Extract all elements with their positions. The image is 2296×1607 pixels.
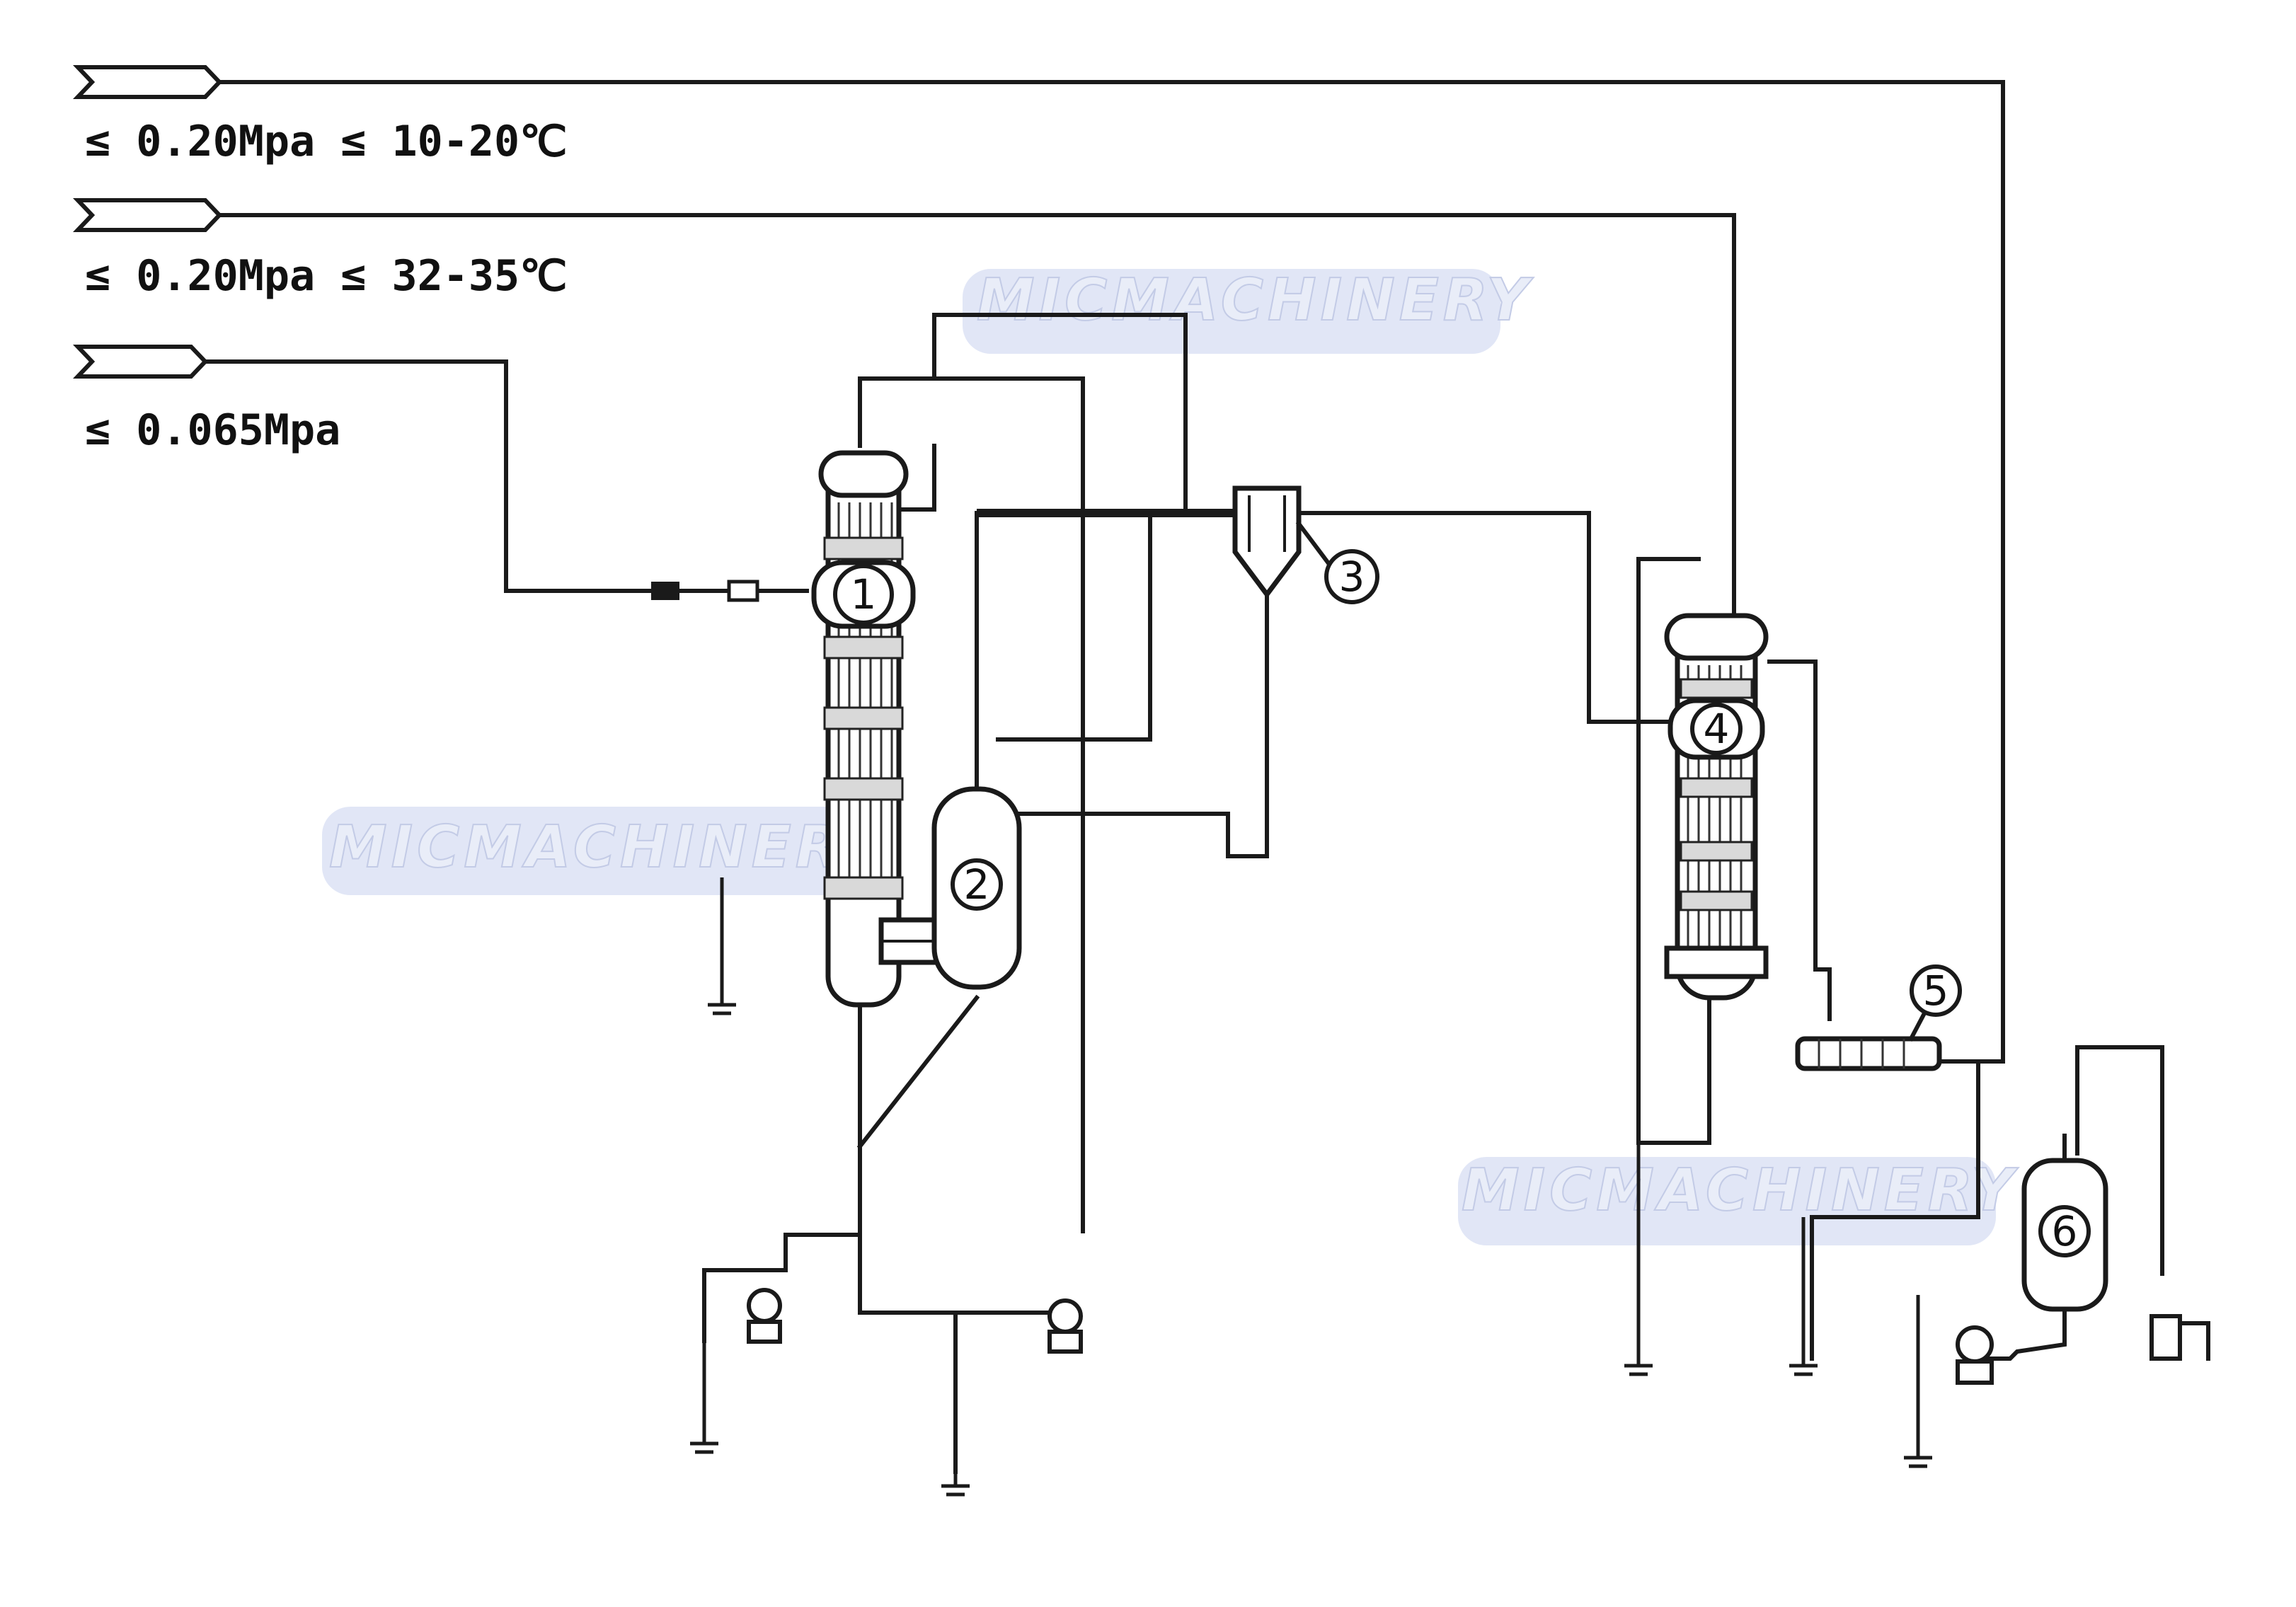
condenser-5: 5: [1795, 964, 1962, 1071]
inlet-2-flag: [73, 198, 223, 232]
inlet-1-flag: [73, 65, 223, 99]
vessel-2-number: 2: [964, 860, 990, 909]
pump-c: [1956, 1325, 1994, 1385]
drain-points: [690, 877, 1932, 1497]
flash-tank-2: 2: [931, 786, 1022, 990]
inlet-2: ≤ 0.20Mpa ≤ 32-35℃: [73, 198, 567, 301]
separator-3: 3: [1232, 485, 1379, 604]
receiver-tank-6: 6: [1973, 1134, 2108, 1361]
inlet-1: ≤ 0.20Mpa ≤ 10-20℃: [73, 65, 567, 166]
vessel-3-number: 3: [1339, 553, 1365, 601]
pumps: [747, 1288, 2210, 1385]
vessel-6-marker: [2038, 1205, 2091, 1257]
vessel-5-marker: [1910, 964, 1962, 1017]
vessel-2-marker: [951, 858, 1003, 911]
piping: [203, 80, 2164, 1474]
vessel-4-marker: [1690, 703, 1743, 755]
pump-d: [2149, 1314, 2210, 1361]
vessel-5-number: 5: [1923, 967, 1949, 1015]
watermark-layer: MICMACHINERY MICMACHINERY MICMACHINERY: [322, 266, 2019, 1245]
inlet-3-flag: [73, 345, 209, 379]
pump-a: [747, 1288, 782, 1344]
watermark-left: MICMACHINERY: [329, 814, 886, 881]
vessel-1-marker: [833, 564, 894, 625]
evaporator-column-1: 1: [811, 450, 944, 1008]
inlet-2-spec: ≤ 0.20Mpa ≤ 32-35℃: [85, 251, 567, 301]
watermark-top: MICMACHINERY: [977, 267, 1534, 334]
vessel-4-number: 4: [1704, 705, 1730, 753]
inlet-3-spec: ≤ 0.065Mpa: [85, 405, 340, 455]
vessel-3-marker: [1324, 549, 1379, 604]
vessel-6-number: 6: [2052, 1207, 2078, 1255]
inlet-3: ≤ 0.065Mpa: [73, 345, 340, 455]
inlet-1-spec: ≤ 0.20Mpa ≤ 10-20℃: [85, 117, 567, 166]
watermark-right: MICMACHINERY: [1462, 1157, 2019, 1224]
evaporator-column-4: 4: [1664, 613, 1769, 1001]
pump-b: [1047, 1298, 1083, 1354]
vessel-1-number: 1: [851, 570, 877, 618]
